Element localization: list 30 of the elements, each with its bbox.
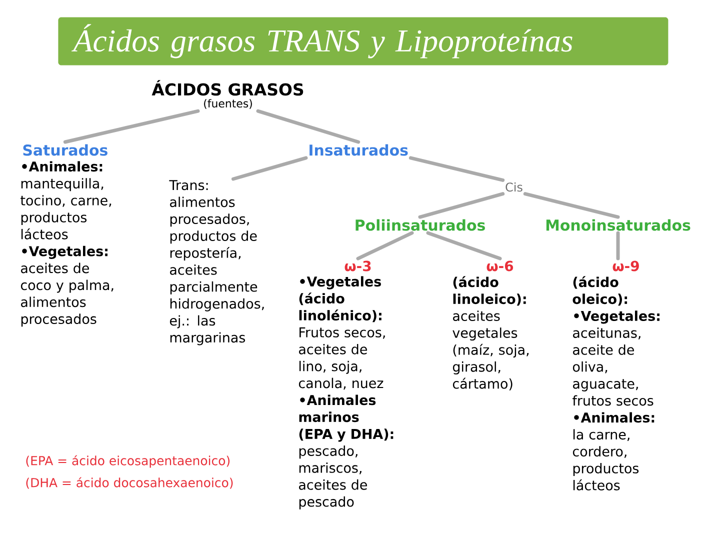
connector-line xyxy=(523,192,620,219)
connector-line xyxy=(63,109,200,144)
connector-line xyxy=(356,231,414,260)
food-list: •Animales marinos (EPA y DHA): pescado, mariscos, aceites de pescado xyxy=(299,394,394,510)
category-heading: Insaturados xyxy=(310,144,408,156)
food-list: (ácido oleico): •Vegetales: aceitunas, aceite de oliva, aguacate, frutos secos xyxy=(572,276,660,406)
omega-label: ω-9 xyxy=(612,260,639,272)
title-banner: Ácidos grasos TRANS y Lipoproteínas xyxy=(58,17,668,66)
tree-root-heading: ÁCIDOS GRASOS xyxy=(152,80,304,96)
subcategory-heading: Monoinsaturados xyxy=(546,219,690,231)
omega-label: ω-6 xyxy=(486,260,514,272)
footnote-text: (EPA = ácido eicosapentaenoico) xyxy=(26,455,230,468)
food-list: •Vegetales (ácido linolénico): Frutos secos, aceites de lino, soja, canola, nuez xyxy=(298,276,385,390)
connector-line xyxy=(256,109,360,144)
food-list: •Vegetales: aceites de coco y palma, alimentos procesados xyxy=(20,246,114,327)
food-list: •Animales: la carne, cordero, productos lácteos xyxy=(572,412,654,490)
food-list: (ácido linoleico): aceites vegetales (maíz, soja, girasol, cártamo) xyxy=(452,276,529,390)
subtitle-text: (fuentes) xyxy=(204,99,252,109)
connector-line xyxy=(231,156,308,181)
food-list: •Animales: mantequilla, tocino, carne, productos lácteos xyxy=(20,161,112,240)
connector-line xyxy=(408,156,505,182)
subcategory-heading: Poliinsaturados xyxy=(356,219,485,231)
omega-label: ω-3 xyxy=(344,260,371,272)
footnote-text: (DHA = ácido docosahexaenoico) xyxy=(26,477,233,489)
description-text: Trans: alimentos procesados, productos de repostería, aceites parcialmente hidrogenados, ej.: las margarinas xyxy=(169,180,264,346)
category-heading: Saturados xyxy=(23,144,108,156)
connector-line xyxy=(418,192,505,219)
connector-line xyxy=(426,231,502,260)
connector-line xyxy=(616,231,620,260)
branch-label: Cis xyxy=(506,182,522,192)
